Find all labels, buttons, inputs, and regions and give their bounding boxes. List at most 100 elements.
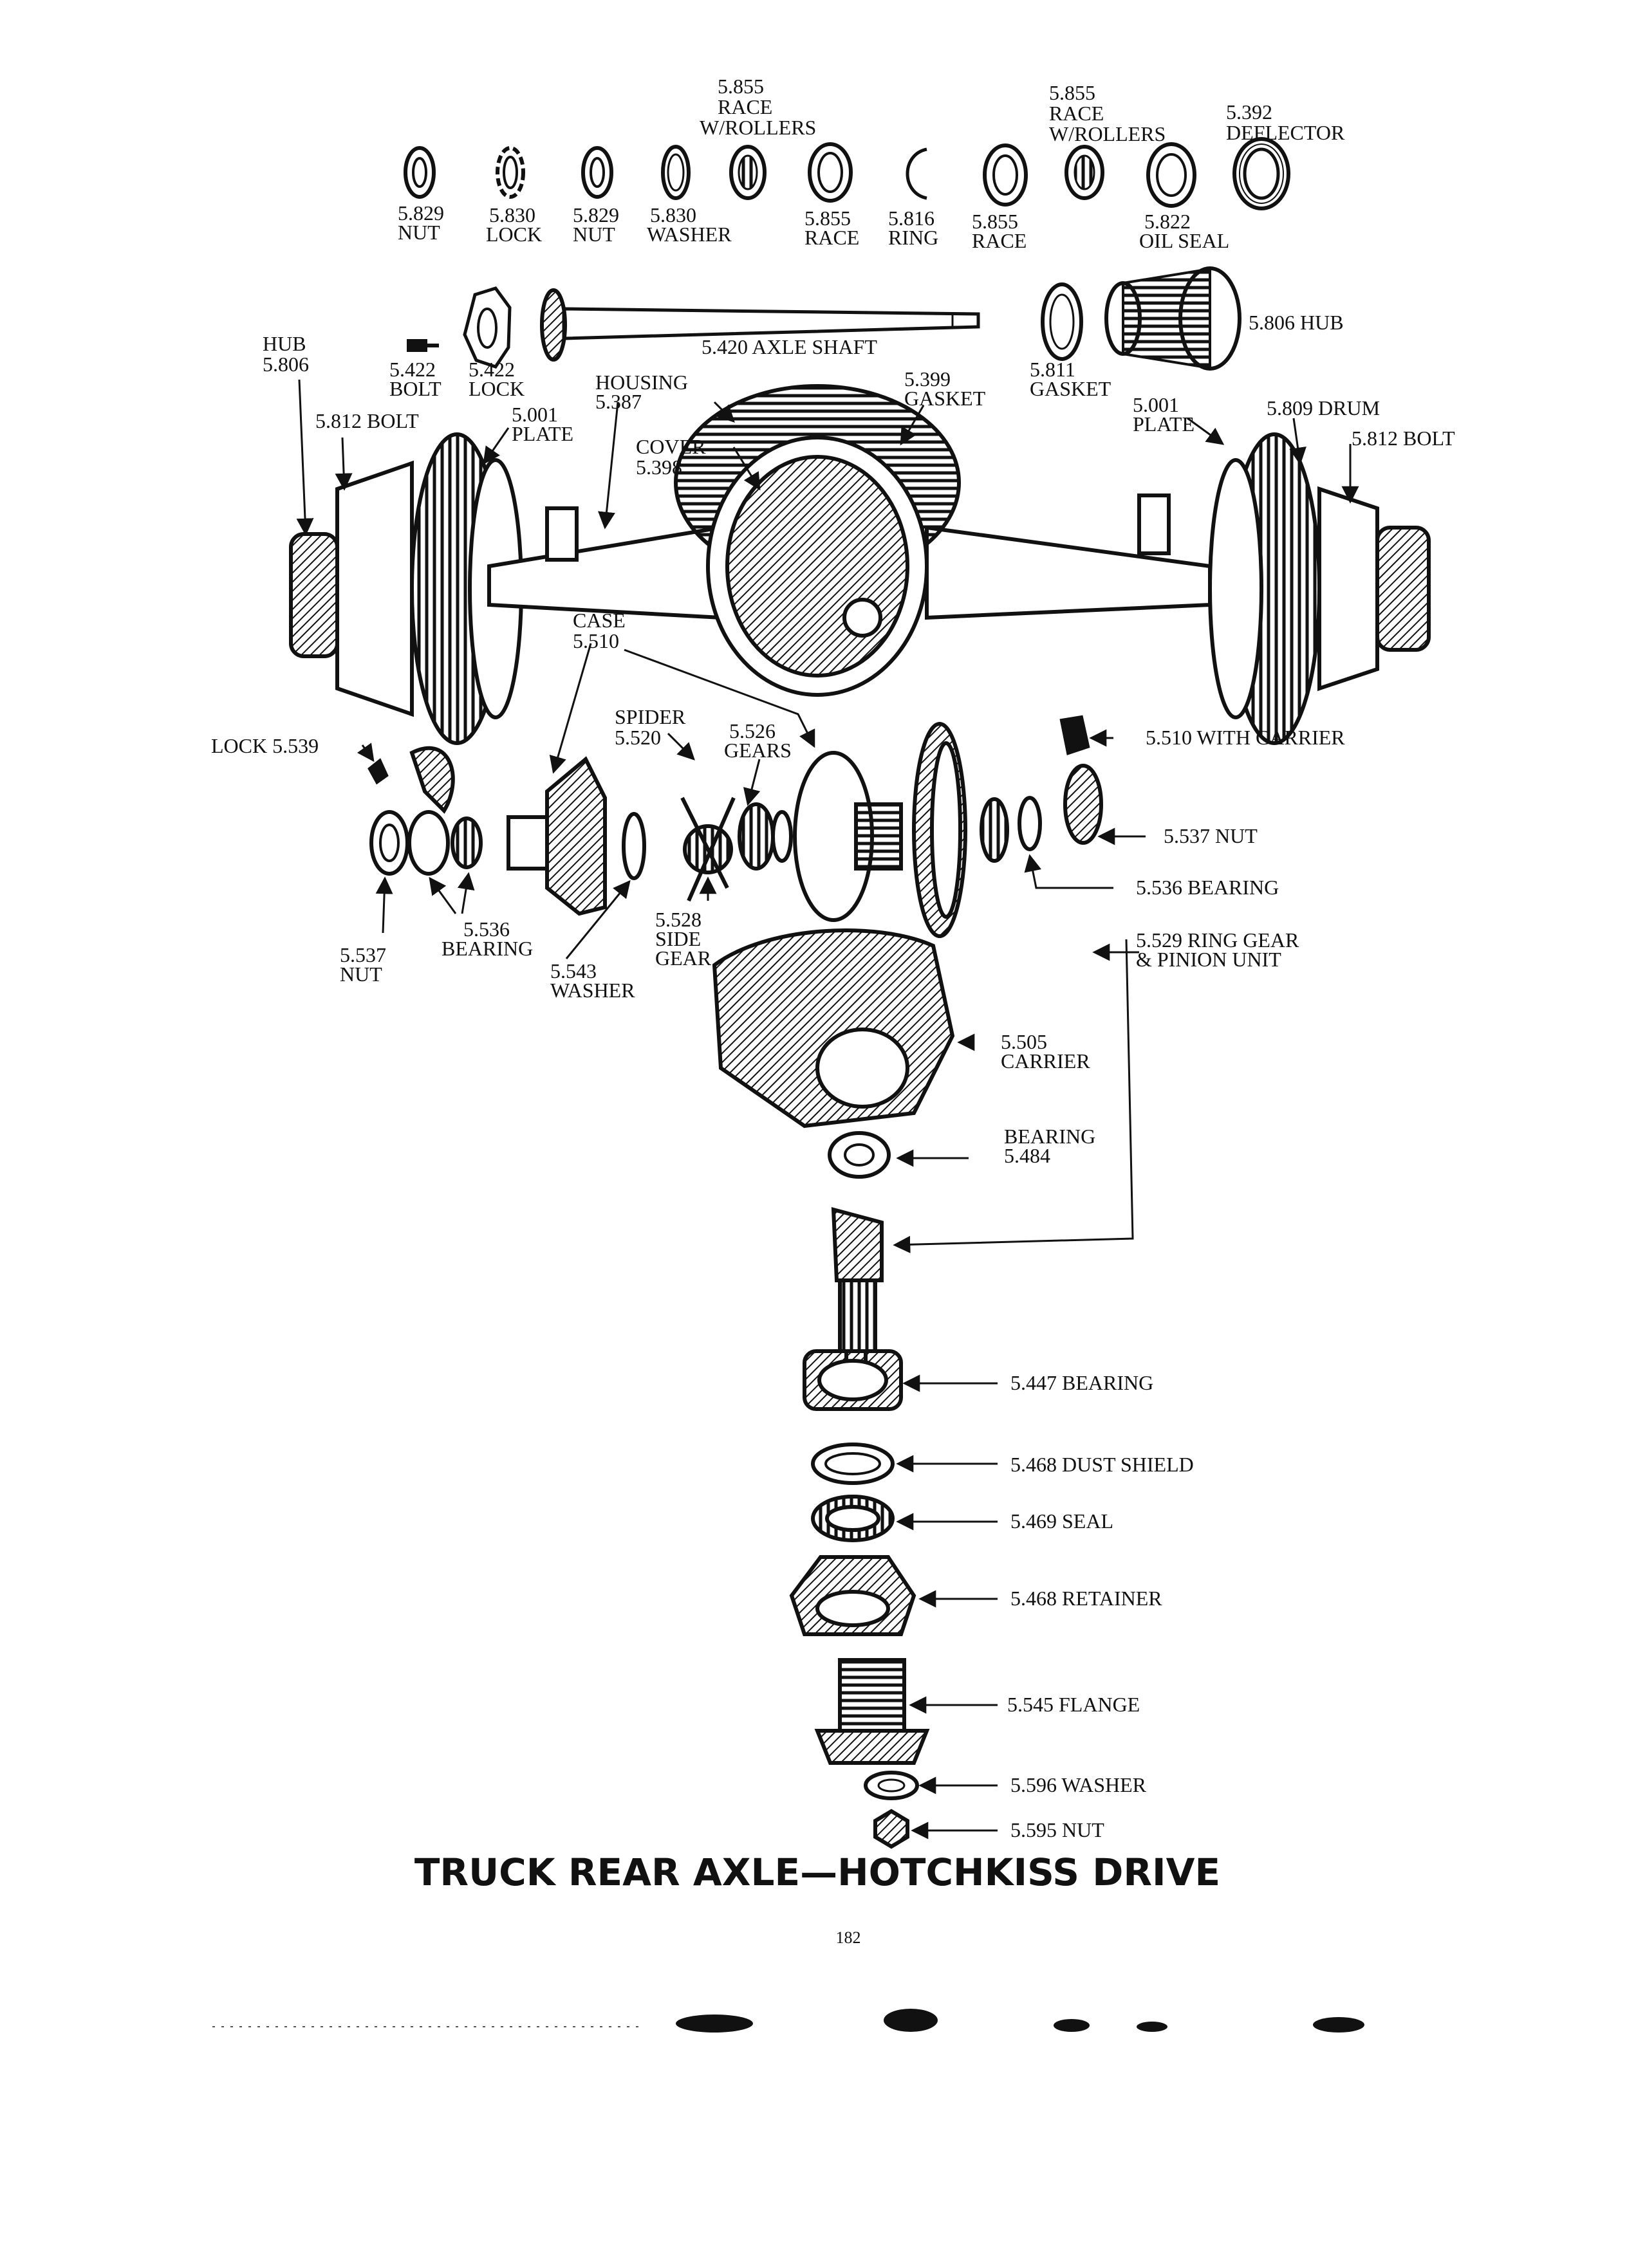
label-bolt-812-left: 5.812 BOLT xyxy=(315,409,419,432)
axle-shaft-row xyxy=(407,266,1241,371)
lock-5830-drawing xyxy=(496,146,525,199)
seal-5469-drawing xyxy=(811,1495,895,1542)
page-title: TRUCK REAR AXLE—HOTCHKISS DRIVE xyxy=(414,1850,1220,1894)
differential-parts xyxy=(367,715,1103,938)
case-half-5510-drawing xyxy=(793,751,903,922)
carrier-cap-5510-drawing xyxy=(1059,715,1090,755)
oil-seal-5822-drawing xyxy=(1146,142,1196,208)
label-drum: 5.809 DRUM xyxy=(1267,396,1380,419)
label-bolt-812-right: 5.812 BOLT xyxy=(1352,427,1455,450)
bearing-5447-drawing xyxy=(803,1349,903,1411)
spring-seat-right xyxy=(1137,493,1171,555)
washer-5596-drawing xyxy=(864,1771,919,1800)
dust-shield-5468-drawing xyxy=(811,1443,895,1485)
pinion-stack xyxy=(712,928,955,1849)
label-washer-596: 5.596 WASHER xyxy=(1010,1773,1147,1796)
gears-5526-drawing xyxy=(738,802,793,871)
label-ring-gear: 5.529 RING GEAR& PINION UNIT xyxy=(1136,928,1299,971)
flange-5545-drawing xyxy=(814,1658,930,1765)
washer-5543-drawing xyxy=(622,812,646,880)
label-flange: 5.545 FLANGE xyxy=(1007,1693,1140,1716)
bearing-5536-right-drawing xyxy=(980,797,1009,863)
top-parts-row xyxy=(404,137,1290,210)
nut-5829-a-drawing xyxy=(404,146,436,199)
right-drum-assembly xyxy=(1208,432,1431,745)
lock-5422-drawing xyxy=(463,286,512,369)
nut-5537-left-drawing xyxy=(369,810,409,876)
carrier-5505-drawing xyxy=(712,928,955,1129)
spider-5520-drawing xyxy=(680,797,736,902)
label-seal-469: 5.469 SEAL xyxy=(1010,1509,1113,1533)
deflector-5392-drawing xyxy=(1232,137,1290,210)
lock-5539-drawing xyxy=(367,758,389,785)
race-5855-c-drawing xyxy=(808,142,853,203)
label-nut-595: 5.595 NUT xyxy=(1010,1818,1104,1841)
page-number: 182 xyxy=(836,1928,861,1947)
label-dust-shield: 5.468 DUST SHIELD xyxy=(1010,1453,1194,1476)
left-axle-tube xyxy=(487,525,723,620)
label-bearing-536-right: 5.536 BEARING xyxy=(1136,876,1279,899)
label-hub-806-right: 5.806 HUB xyxy=(1249,311,1344,334)
bolt-5422-drawing xyxy=(407,339,439,352)
leader-lines xyxy=(296,379,1359,1839)
scan-smudges xyxy=(212,2009,1364,2033)
bearing-5484-drawing xyxy=(828,1131,891,1179)
nut-5537-right-drawing xyxy=(1063,764,1103,845)
left-drum-assembly xyxy=(289,432,523,745)
differential-housing xyxy=(674,384,961,697)
cup-right-drawing xyxy=(1018,796,1042,851)
ring-5816-drawing xyxy=(906,147,927,200)
bearing-5536-left-drawing xyxy=(407,810,483,876)
race-5855-rollers-a-drawing xyxy=(729,145,767,200)
nut-5829-b-drawing xyxy=(581,146,613,199)
label-retainer: 5.468 RETAINER xyxy=(1010,1587,1162,1610)
pinion-shaft-drawing xyxy=(831,1207,884,1385)
label-bearing-447: 5.447 BEARING xyxy=(1010,1371,1153,1394)
hub-5806-right-drawing xyxy=(1104,266,1241,371)
retainer-5468-drawing xyxy=(789,1555,916,1636)
case-5510-drawing xyxy=(507,756,607,916)
bearing-cap-left-drawing xyxy=(409,746,455,814)
nut-5595-drawing xyxy=(873,1809,909,1849)
label-nut-537-right: 5.537 NUT xyxy=(1164,824,1258,847)
assembled-axle xyxy=(289,384,1431,745)
spring-seat-left xyxy=(545,506,579,562)
ring-gear-5529-drawing xyxy=(912,722,967,938)
label-with-carrier: 5.510 WITH CARRIER xyxy=(1146,726,1345,749)
label-lock-539: LOCK 5.539 xyxy=(211,734,319,757)
gasket-5811-drawing xyxy=(1041,282,1083,361)
race-5855-d-drawing xyxy=(983,143,1028,207)
race-5855-rollers-b-drawing xyxy=(1065,145,1104,200)
